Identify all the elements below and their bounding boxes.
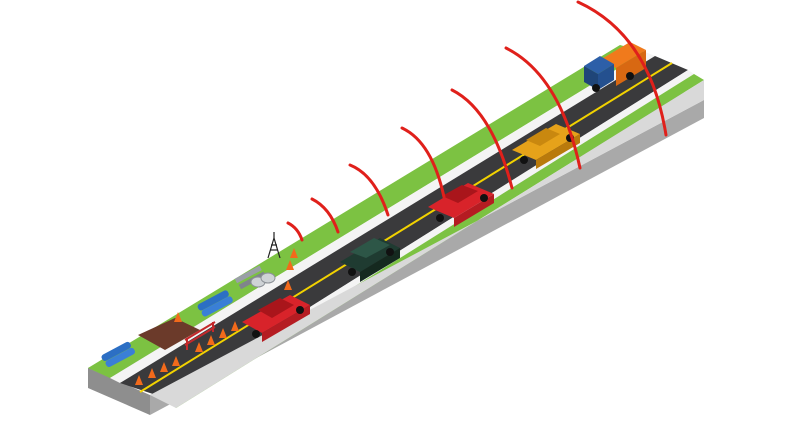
signal-arc-7	[576, 0, 668, 137]
back-curb	[110, 52, 655, 383]
green-car	[340, 238, 400, 282]
road-surface	[120, 56, 688, 398]
radio-tower-icon	[267, 232, 281, 259]
blue-pipes-right	[197, 290, 233, 317]
slab-front-face	[88, 368, 150, 415]
concrete-rings	[250, 272, 276, 288]
red-car-front	[242, 295, 310, 342]
delivery-truck	[584, 42, 646, 92]
signal-arc-2	[310, 197, 340, 234]
signal-arc-4	[400, 126, 446, 199]
lane-line	[139, 62, 673, 393]
yellow-truck	[512, 124, 580, 169]
traffic-cones	[135, 248, 298, 385]
red-barrier	[184, 321, 216, 350]
signal-arc-3	[348, 163, 390, 217]
signal-arc-1	[286, 221, 304, 242]
work-zone-dirt	[138, 318, 200, 350]
blue-pipes-left	[101, 341, 135, 367]
signal-arcs	[286, 0, 668, 242]
red-car-middle	[428, 183, 494, 227]
signal-arc-6	[504, 46, 582, 170]
signal-arc-5	[450, 88, 514, 190]
